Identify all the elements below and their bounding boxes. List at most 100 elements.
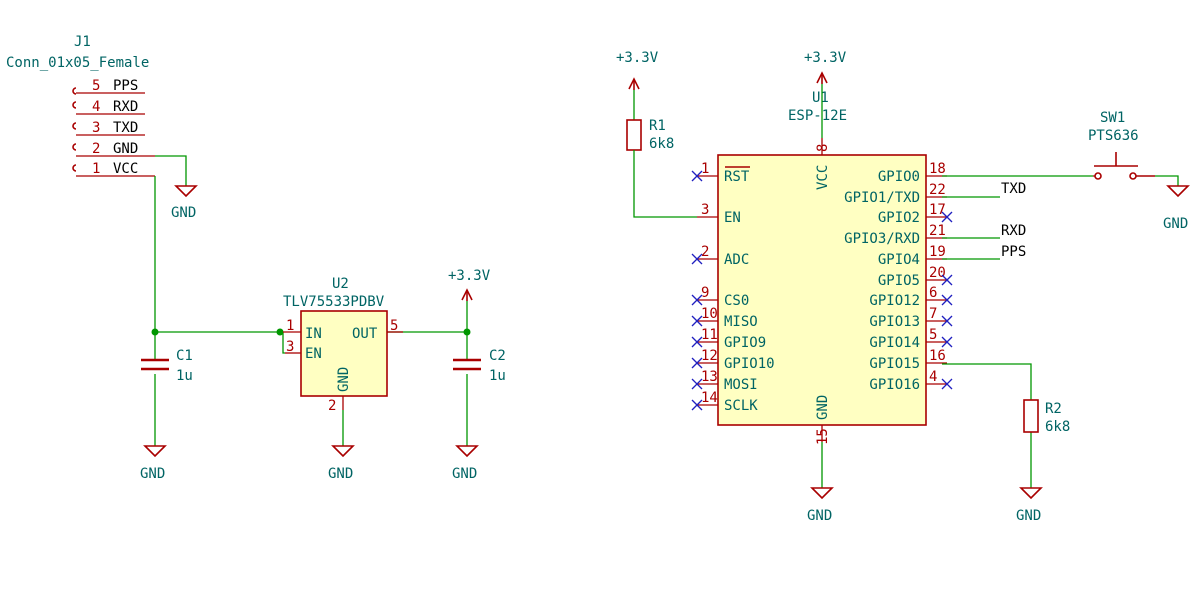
no-connect-mark — [691, 336, 703, 348]
gnd-symbol-c1: GND — [140, 445, 167, 482]
u1-pin-name: RST — [724, 169, 750, 185]
u2-pin-num-out: 5 — [390, 318, 398, 334]
sw1-contact-right — [1129, 172, 1137, 180]
u1-pin-name: GPIO10 — [724, 356, 775, 372]
u2-pin-name-in: IN — [305, 326, 322, 342]
u1-pin-name: GPIO12 — [869, 293, 920, 309]
power-33v-r1: +3.3V — [616, 50, 659, 90]
u1-pin-num-vcc: 8 — [815, 144, 831, 152]
j1-ref: J1 — [74, 34, 91, 50]
gnd-label: GND — [140, 466, 165, 482]
resistor-r1: R1 6k8 — [626, 118, 674, 152]
r2-body — [1023, 399, 1039, 433]
no-connect-mark — [941, 315, 953, 327]
no-connect-mark — [691, 315, 703, 327]
j1-socket-3 — [72, 122, 77, 130]
j1-pin-name-5: PPS — [113, 78, 138, 94]
no-connect-mark — [691, 253, 703, 265]
u1-pin-number: 11 — [701, 327, 718, 343]
j1-pin-num-5: 5 — [92, 78, 100, 94]
gnd-label: GND — [1163, 216, 1188, 232]
u1-pin-name: GPIO3/RXD — [844, 231, 920, 247]
module-u1: U1 ESP-12E 8 VCC 15 GND — [717, 90, 927, 445]
u1-pin-number: 10 — [701, 306, 718, 322]
u1-pin-number: 12 — [701, 348, 718, 364]
u1-pin-name: CS0 — [724, 293, 749, 309]
c1-value: 1u — [176, 368, 193, 384]
j1-pin-name-4: RXD — [113, 99, 138, 115]
sw1-ref: SW1 — [1100, 110, 1125, 126]
junction-c1 — [151, 328, 159, 336]
u2-pin-name-en: EN — [305, 346, 322, 362]
regulator-u2: U2 TLV75533PDBV 1 IN 3 EN 5 OUT 2 GND — [283, 276, 403, 414]
u1-pin-number: 6 — [929, 285, 937, 301]
j1-pin-num-3: 3 — [92, 120, 100, 136]
gnd-symbol-r2: GND — [1016, 487, 1043, 524]
u1-pin-name: EN — [724, 210, 741, 226]
gnd-symbol-j1: GND — [171, 185, 198, 221]
u1-pin-name: GPIO0 — [878, 169, 920, 185]
u1-pin-name: MISO — [724, 314, 758, 330]
u2-ref: U2 — [332, 276, 349, 292]
u1-pin-name: GPIO5 — [878, 273, 920, 289]
junction-u2-in — [276, 328, 284, 336]
c2-ref: C2 — [489, 348, 506, 364]
u1-pin-name: MOSI — [724, 377, 758, 393]
gnd-triangle — [143, 445, 167, 458]
u1-pin-name: SCLK — [724, 398, 758, 414]
net-label-rxd: RXD — [1001, 223, 1026, 239]
power-33v-c2: +3.3V — [448, 268, 491, 301]
gnd-symbol-u2: GND — [328, 445, 355, 482]
u1-pin-number: 16 — [929, 348, 946, 364]
power-33v-u1: +3.3V — [804, 50, 847, 84]
u1-pin-number: 19 — [929, 244, 946, 260]
u1-value: ESP-12E — [788, 108, 847, 124]
j1-socket-4 — [72, 101, 77, 109]
u1-right-pins: 18GPIO022GPIO1/TXD17GPIO221GPIO3/RXD19GP… — [844, 161, 953, 393]
u1-pin-number: 20 — [929, 265, 946, 281]
u1-ref: U1 — [812, 90, 829, 106]
j1-pin-name-3: TXD — [113, 120, 138, 136]
gnd-label: GND — [807, 508, 832, 524]
u1-pin-name: GPIO16 — [869, 377, 920, 393]
j1-pin-name-1: VCC — [113, 161, 138, 177]
r1-value: 6k8 — [649, 136, 674, 152]
u1-pin-number: 5 — [929, 327, 937, 343]
j1-value: Conn_01x05_Female — [6, 55, 149, 71]
u1-pin-name: ADC — [724, 252, 749, 268]
u1-pin-number: 7 — [929, 306, 937, 322]
u2-pin-name-gnd: GND — [336, 367, 352, 392]
u1-body — [717, 154, 927, 426]
j1-socket-1 — [72, 164, 77, 172]
gnd-symbol-u1: GND — [807, 487, 834, 524]
no-connect-mark — [691, 170, 703, 182]
r2-ref: R2 — [1045, 401, 1062, 417]
wire-sw-gnd — [1155, 175, 1179, 186]
no-connect-mark — [691, 294, 703, 306]
r1-body — [626, 119, 642, 151]
gnd-label: GND — [328, 466, 353, 482]
u1-pin-number: 2 — [701, 244, 709, 260]
connector-j1: J1 Conn_01x05_Female 5 PPS 4 RXD 3 TXD 2… — [6, 34, 155, 177]
no-connect-mark — [691, 357, 703, 369]
u2-pin-num-in: 1 — [286, 318, 294, 334]
gnd-symbol-sw1: GND — [1163, 185, 1190, 232]
no-connect-mark — [941, 211, 953, 223]
u1-pin-number: 9 — [701, 285, 709, 301]
u1-pin-name-gnd: GND — [815, 395, 831, 420]
u2-value: TLV75533PDBV — [283, 294, 385, 310]
u1-pin-name: GPIO13 — [869, 314, 920, 330]
